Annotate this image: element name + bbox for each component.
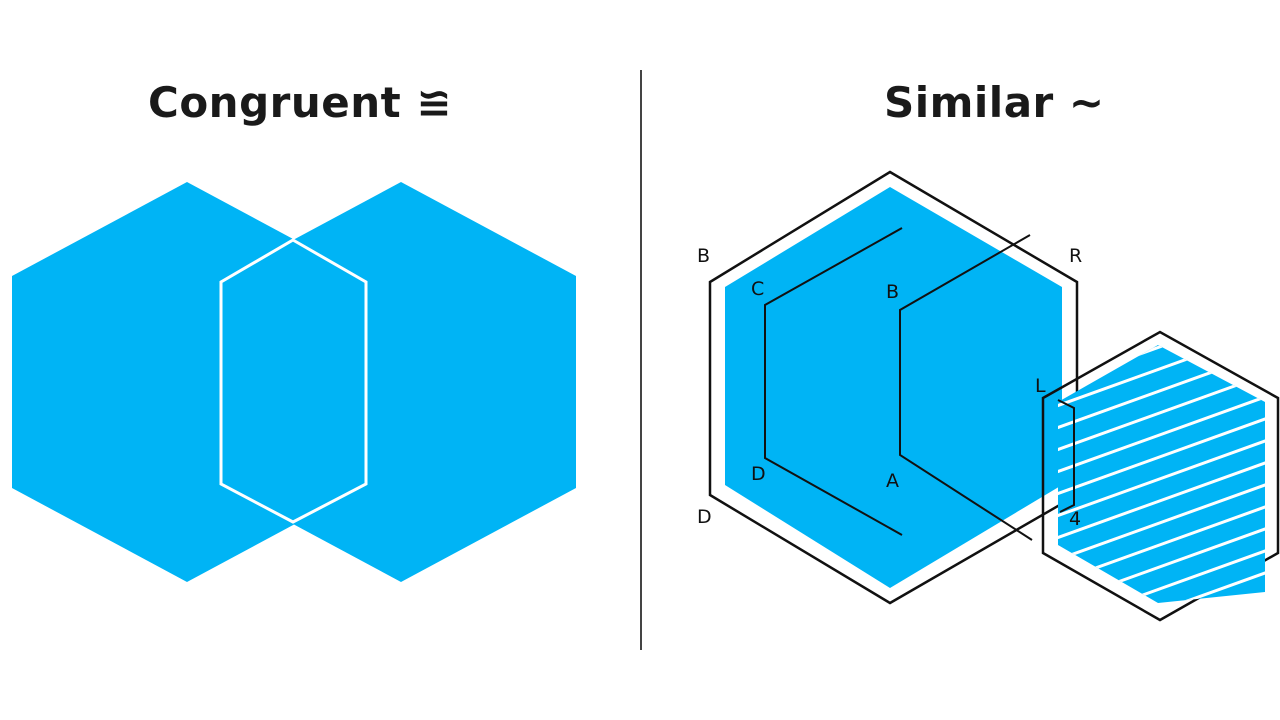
label-inner-bottom-left: D bbox=[751, 463, 766, 485]
similar-title: Similar ~ bbox=[884, 78, 1105, 127]
inner-bracket-right bbox=[899, 234, 1033, 541]
label-inner-top-left: C bbox=[751, 278, 764, 300]
label-inner-top-mid: B bbox=[886, 281, 899, 303]
label-outer-bottom-left: D bbox=[697, 506, 712, 528]
small-hexagon-outline bbox=[1041, 330, 1280, 622]
large-hexagon-fill bbox=[725, 187, 1062, 588]
label-inner-bottom-mid: A bbox=[886, 470, 899, 492]
congruent-hexagon-right bbox=[226, 182, 576, 582]
label-outer-top-left: B bbox=[697, 245, 710, 267]
label-small-corner: 4 bbox=[1069, 508, 1081, 530]
overlap-outline bbox=[219, 238, 368, 524]
large-hexagon-outline bbox=[708, 170, 1079, 605]
inner-bracket-left bbox=[764, 227, 903, 536]
label-right-mid: L bbox=[1035, 375, 1046, 397]
small-hexagon-bracket bbox=[1057, 399, 1075, 513]
label-outer-top-right: R bbox=[1069, 245, 1082, 267]
congruent-title: Congruent ≌ bbox=[148, 78, 453, 127]
